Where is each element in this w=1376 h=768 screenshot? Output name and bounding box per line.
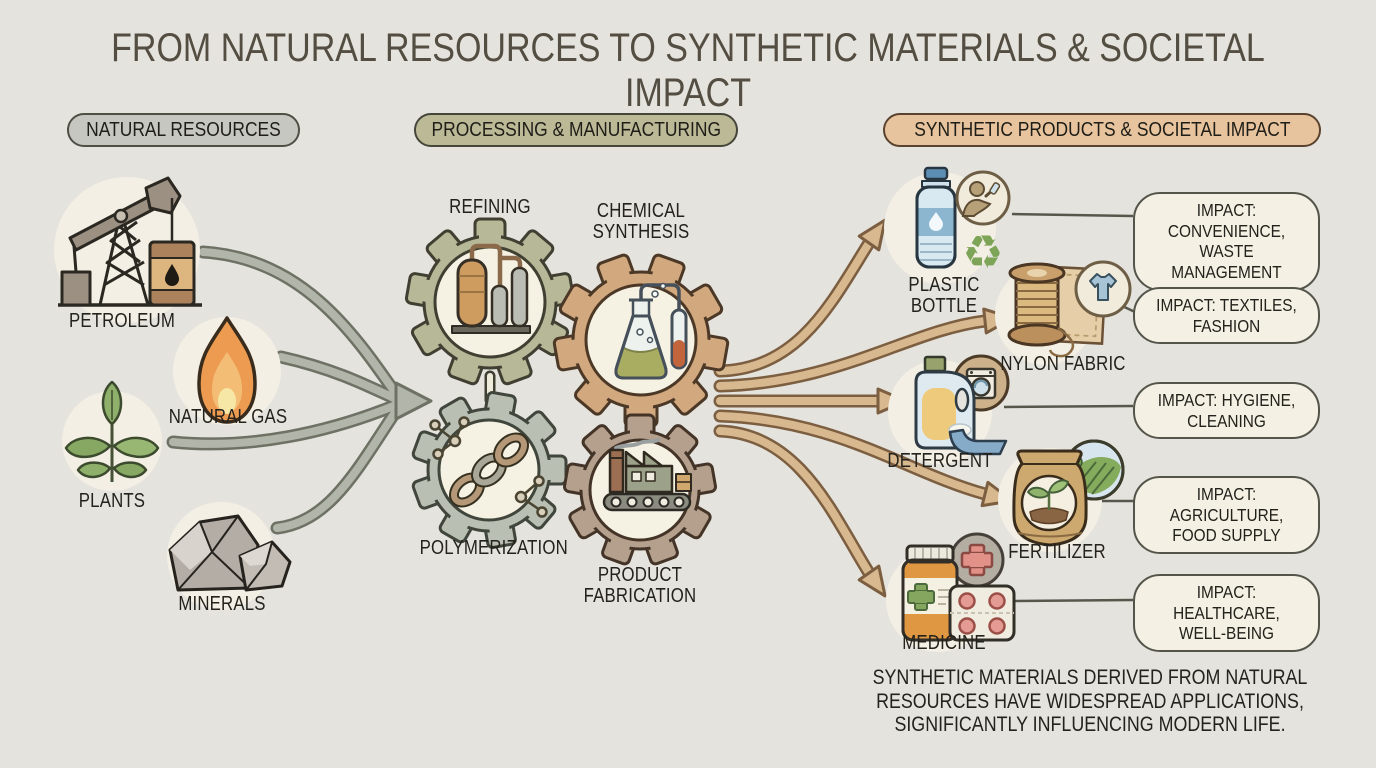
petroleum-label: PETROLEUM xyxy=(68,310,176,332)
nylon-spool-icon xyxy=(1007,262,1075,358)
flask-icon xyxy=(614,282,688,380)
plastic-bottle-icon xyxy=(915,166,957,269)
refinery-icon xyxy=(451,243,531,334)
medicine-label: MEDICINE xyxy=(902,632,986,654)
section-header-products: SYNTHETIC PRODUCTS & SOCIETAL IMPACT xyxy=(883,113,1321,147)
tshirt-icon xyxy=(1074,260,1132,318)
flame-icon xyxy=(197,316,257,424)
impact-text: IMPACT: CONVENIENCE, WASTE MANAGEMENT xyxy=(1167,200,1286,282)
impact-pill-detergent: IMPACT: HYGIENE, CLEANING xyxy=(1133,382,1320,440)
medicine-bottle-icon xyxy=(901,544,959,642)
impact-pill-nylon-fabric: IMPACT: TEXTILES, FASHION xyxy=(1133,287,1320,345)
resource-arrows xyxy=(166,245,433,535)
polymerization-label: POLYMERIZATION xyxy=(419,537,568,559)
nylon-fabric-label: NYLON FABRIC xyxy=(1000,353,1126,375)
person-drinking-icon xyxy=(955,170,1011,226)
impact-pill-fertilizer: IMPACT: AGRICULTURE, FOOD SUPPLY xyxy=(1133,476,1320,554)
gear-polymerization xyxy=(411,391,568,549)
rocks-icon xyxy=(168,514,292,592)
impact-text: IMPACT: TEXTILES, FASHION xyxy=(1156,295,1297,336)
section-header-label: PROCESSING & MANUFACTURING xyxy=(431,118,721,141)
product-arrows xyxy=(713,218,1015,598)
chemical-synthesis-label: CHEMICAL SYNTHESIS xyxy=(592,200,690,244)
plastic-bottle-label: PLASTIC BOTTLE xyxy=(908,274,980,318)
impact-pill-plastic-bottle: IMPACT: CONVENIENCE, WASTE MANAGEMENT xyxy=(1133,192,1320,291)
page-title: FROM NATURAL RESOURCES TO SYNTHETIC MATE… xyxy=(111,26,1265,115)
oil-pump-icon xyxy=(58,176,202,307)
detergent-label: DETERGENT xyxy=(887,450,993,472)
product-fabrication-label: PRODUCT FABRICATION xyxy=(583,564,697,608)
footer-note: SYNTHETIC MATERIALS DERIVED FROM NATURAL… xyxy=(872,666,1308,737)
natural-gas-label: NATURAL GAS xyxy=(168,406,288,428)
plant-icon xyxy=(64,380,160,482)
recycle-icon: ♻ xyxy=(962,225,1003,279)
converge-arrowhead-icon xyxy=(394,381,433,421)
detergent-jug-icon xyxy=(914,355,1008,456)
factory-icon xyxy=(602,438,692,512)
refining-label: REFINING xyxy=(449,196,531,218)
fertilizer-label: FERTILIZER xyxy=(1008,541,1106,563)
pill-blister-icon xyxy=(948,584,1016,642)
fertilizer-bag-icon xyxy=(1012,449,1088,547)
minerals-label: MINERALS xyxy=(178,593,266,615)
section-header-label: NATURAL RESOURCES xyxy=(86,118,281,141)
medical-cross-icon xyxy=(949,532,1005,588)
section-header-label: SYNTHETIC PRODUCTS & SOCIETAL IMPACT xyxy=(913,118,1291,141)
section-header-natural-resources: NATURAL RESOURCES xyxy=(67,113,300,147)
impact-text: IMPACT: HEALTHCARE, WELL-BEING xyxy=(1173,582,1280,644)
plants-label: PLANTS xyxy=(78,490,146,512)
polymer-chain-icon xyxy=(429,416,548,518)
impact-text: IMPACT: AGRICULTURE, FOOD SUPPLY xyxy=(1169,484,1284,546)
impact-text: IMPACT: HYGIENE, CLEANING xyxy=(1157,390,1296,431)
impact-pill-medicine: IMPACT: HEALTHCARE, WELL-BEING xyxy=(1133,574,1320,652)
section-header-processing: PROCESSING & MANUFACTURING xyxy=(414,113,738,147)
